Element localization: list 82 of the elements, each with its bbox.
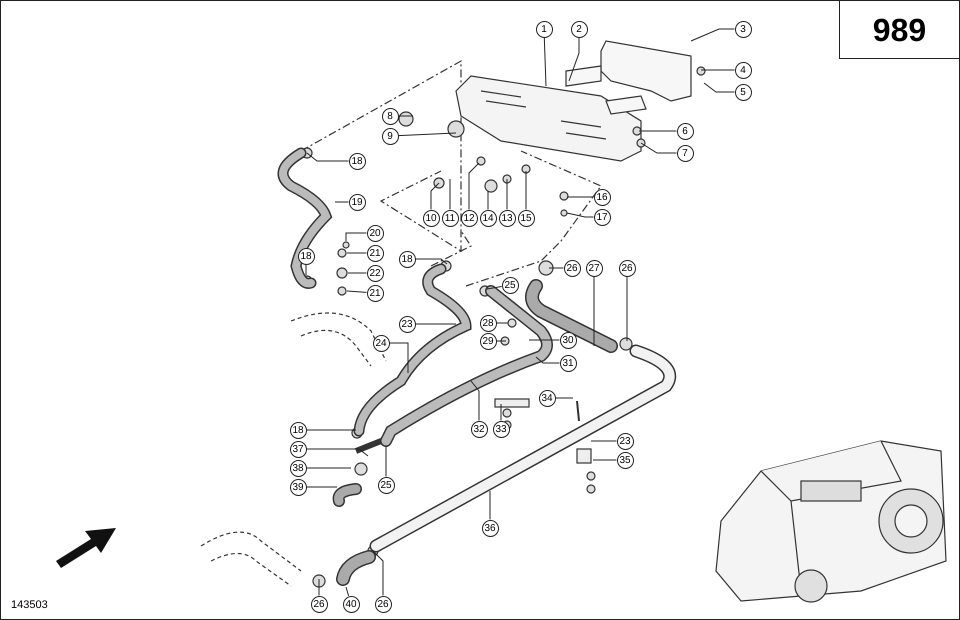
callout-number: 5 xyxy=(734,84,752,100)
callout-number: 37 xyxy=(290,440,306,458)
leader-line xyxy=(415,258,448,264)
callout-number: 9 xyxy=(382,128,398,144)
callout-number: 6 xyxy=(676,122,694,140)
callout-number: 34 xyxy=(538,390,556,406)
callout-number: 15 xyxy=(518,210,534,226)
leader-line xyxy=(496,340,506,342)
callout-number: 26 xyxy=(618,260,636,276)
callout-number: 21 xyxy=(366,284,384,302)
callout-number: 18 xyxy=(348,152,366,170)
callout-number: 25 xyxy=(378,476,394,494)
leader-line xyxy=(566,196,594,198)
callout-number: 8 xyxy=(382,108,398,124)
leader-line xyxy=(430,182,440,210)
leader-line xyxy=(506,178,508,210)
callout-number: 16 xyxy=(594,188,610,206)
leader-line xyxy=(346,232,367,242)
leader-line xyxy=(372,550,384,596)
callout-number: 23 xyxy=(398,316,416,332)
leader-line xyxy=(704,82,735,92)
leader-line xyxy=(346,290,368,293)
leader-line xyxy=(306,152,349,162)
callout-number: 26 xyxy=(310,596,328,612)
callout-number: 18 xyxy=(398,250,416,268)
callout-number: 13 xyxy=(498,210,516,226)
callout-number: 29 xyxy=(480,332,496,350)
leader-line xyxy=(568,37,580,82)
callout-number: 23 xyxy=(616,432,634,450)
callout-number: 2 xyxy=(570,20,588,38)
leader-line xyxy=(626,276,628,342)
callout-number: 20 xyxy=(366,224,384,242)
callout-number: 7 xyxy=(676,144,694,162)
callout-number: 39 xyxy=(290,478,306,496)
callout-number: 33 xyxy=(492,420,510,438)
leader-line xyxy=(690,28,735,42)
callout-number: 11 xyxy=(442,210,458,226)
callout-number: 35 xyxy=(616,452,634,468)
callout-number: 10 xyxy=(422,210,440,226)
callout-number: 31 xyxy=(560,354,576,372)
page-number: 989 xyxy=(839,1,959,59)
callout-number: 19 xyxy=(348,194,366,210)
callout-number: 26 xyxy=(564,260,580,276)
callout-number: 12 xyxy=(460,210,478,226)
drawing-number: 143503 xyxy=(11,599,48,611)
callout-number: 24 xyxy=(372,334,390,352)
leader-line xyxy=(346,252,367,254)
leader-line xyxy=(566,212,594,218)
leader-line xyxy=(500,404,502,421)
callout-number: 32 xyxy=(470,420,488,438)
leader-line xyxy=(536,356,560,364)
callout-number: 27 xyxy=(586,260,602,276)
leader-line xyxy=(468,162,480,210)
leader-line xyxy=(544,37,546,86)
callout-number: 38 xyxy=(290,460,306,476)
leader-line xyxy=(306,448,368,456)
callout-number: 28 xyxy=(480,314,496,332)
leader-line xyxy=(318,578,320,596)
leader-line xyxy=(346,586,350,596)
leader-line xyxy=(486,286,502,290)
leader-line xyxy=(306,486,338,488)
leader-line xyxy=(638,130,677,132)
callout-number: 36 xyxy=(482,520,498,536)
callout-number: 17 xyxy=(594,208,610,226)
callout-number: 3 xyxy=(734,20,752,38)
callout-number: 40 xyxy=(342,596,360,612)
callout-number: 18 xyxy=(290,422,306,438)
callout-number: 21 xyxy=(366,244,384,262)
leader-line xyxy=(348,272,367,274)
callout-number: 30 xyxy=(560,332,576,348)
callout-number: 14 xyxy=(480,210,496,226)
leader-line xyxy=(640,142,677,154)
callout-number: 4 xyxy=(734,62,752,78)
callout-number: 1 xyxy=(536,20,552,38)
callout-number: 22 xyxy=(366,264,384,282)
leader-line xyxy=(389,342,408,374)
callout-number: 25 xyxy=(502,276,518,294)
leader-line xyxy=(496,322,508,324)
callout-number: 26 xyxy=(374,596,392,612)
leader-line xyxy=(470,380,480,421)
leader-line xyxy=(590,440,617,442)
leader-line xyxy=(398,132,456,136)
